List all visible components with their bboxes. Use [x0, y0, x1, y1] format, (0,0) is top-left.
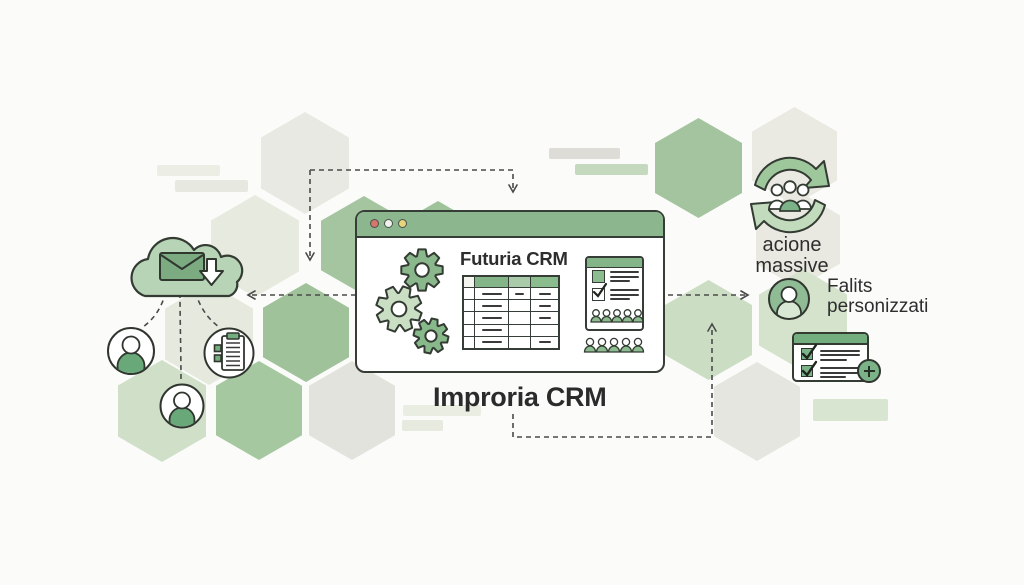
- gears-icon: [367, 237, 467, 357]
- checklist-card: [792, 332, 869, 382]
- traffic-light-yellow-icon: [398, 219, 407, 228]
- accent-bar: [403, 405, 481, 416]
- user-group-icon: [768, 180, 812, 212]
- accent-bar: [402, 420, 443, 431]
- data-table: [462, 275, 560, 350]
- table-row: [464, 336, 558, 349]
- contact-list-card: [585, 256, 644, 331]
- cloud-download-icon: [130, 236, 244, 298]
- background-hexagon: [655, 118, 742, 218]
- table-row: [464, 312, 558, 325]
- gear-icon: [401, 249, 442, 290]
- browser-window: Futuria CRM: [355, 210, 665, 373]
- email-icon: [159, 252, 205, 281]
- app-title: Futuria CRM: [460, 248, 568, 269]
- list-card-header: [587, 258, 642, 268]
- mass-action-line2: massive: [755, 255, 829, 277]
- background-hexagon: [309, 361, 395, 460]
- user-avatar-icon: [159, 383, 205, 429]
- custom-fields-label: Falits personizzati: [827, 277, 928, 317]
- user-avatar-icon: [107, 327, 155, 375]
- accent-bar: [175, 180, 248, 192]
- accent-bar: [157, 165, 220, 176]
- table-row: [464, 300, 558, 313]
- table-row: [464, 288, 558, 301]
- custom-fields-line1: Falits: [827, 276, 873, 297]
- gear-icon: [370, 280, 428, 338]
- people-row-icon: [583, 337, 645, 353]
- traffic-light-red-icon: [370, 219, 379, 228]
- profile-avatar-icon: [768, 278, 810, 320]
- accent-bar: [549, 148, 620, 159]
- mass-action-label: acione massive: [740, 235, 844, 277]
- connector-bottom-loop: [512, 322, 717, 438]
- list-item-swatch: [592, 270, 605, 283]
- sync-users-icon: [750, 156, 830, 234]
- custom-fields-line2: personizzati: [827, 296, 929, 317]
- gear-icon: [411, 316, 452, 357]
- mass-action-line1: acione: [762, 234, 822, 256]
- sync-arrow-top: [754, 156, 830, 191]
- people-row-icon: [590, 309, 644, 323]
- browser-titlebar: [357, 212, 663, 238]
- clipboard-list-icon: [203, 327, 255, 379]
- table-row: [464, 324, 558, 337]
- main-caption: Improria CRM: [433, 382, 607, 412]
- accent-bar: [813, 399, 888, 421]
- traffic-light-white-icon: [384, 219, 393, 228]
- accent-bar: [575, 164, 648, 175]
- connector-top-to-window: [310, 169, 518, 194]
- download-arrow-icon: [199, 258, 224, 286]
- plus-icon: [857, 359, 881, 383]
- checklist-card-header: [794, 334, 867, 345]
- background-hexagon: [263, 283, 349, 382]
